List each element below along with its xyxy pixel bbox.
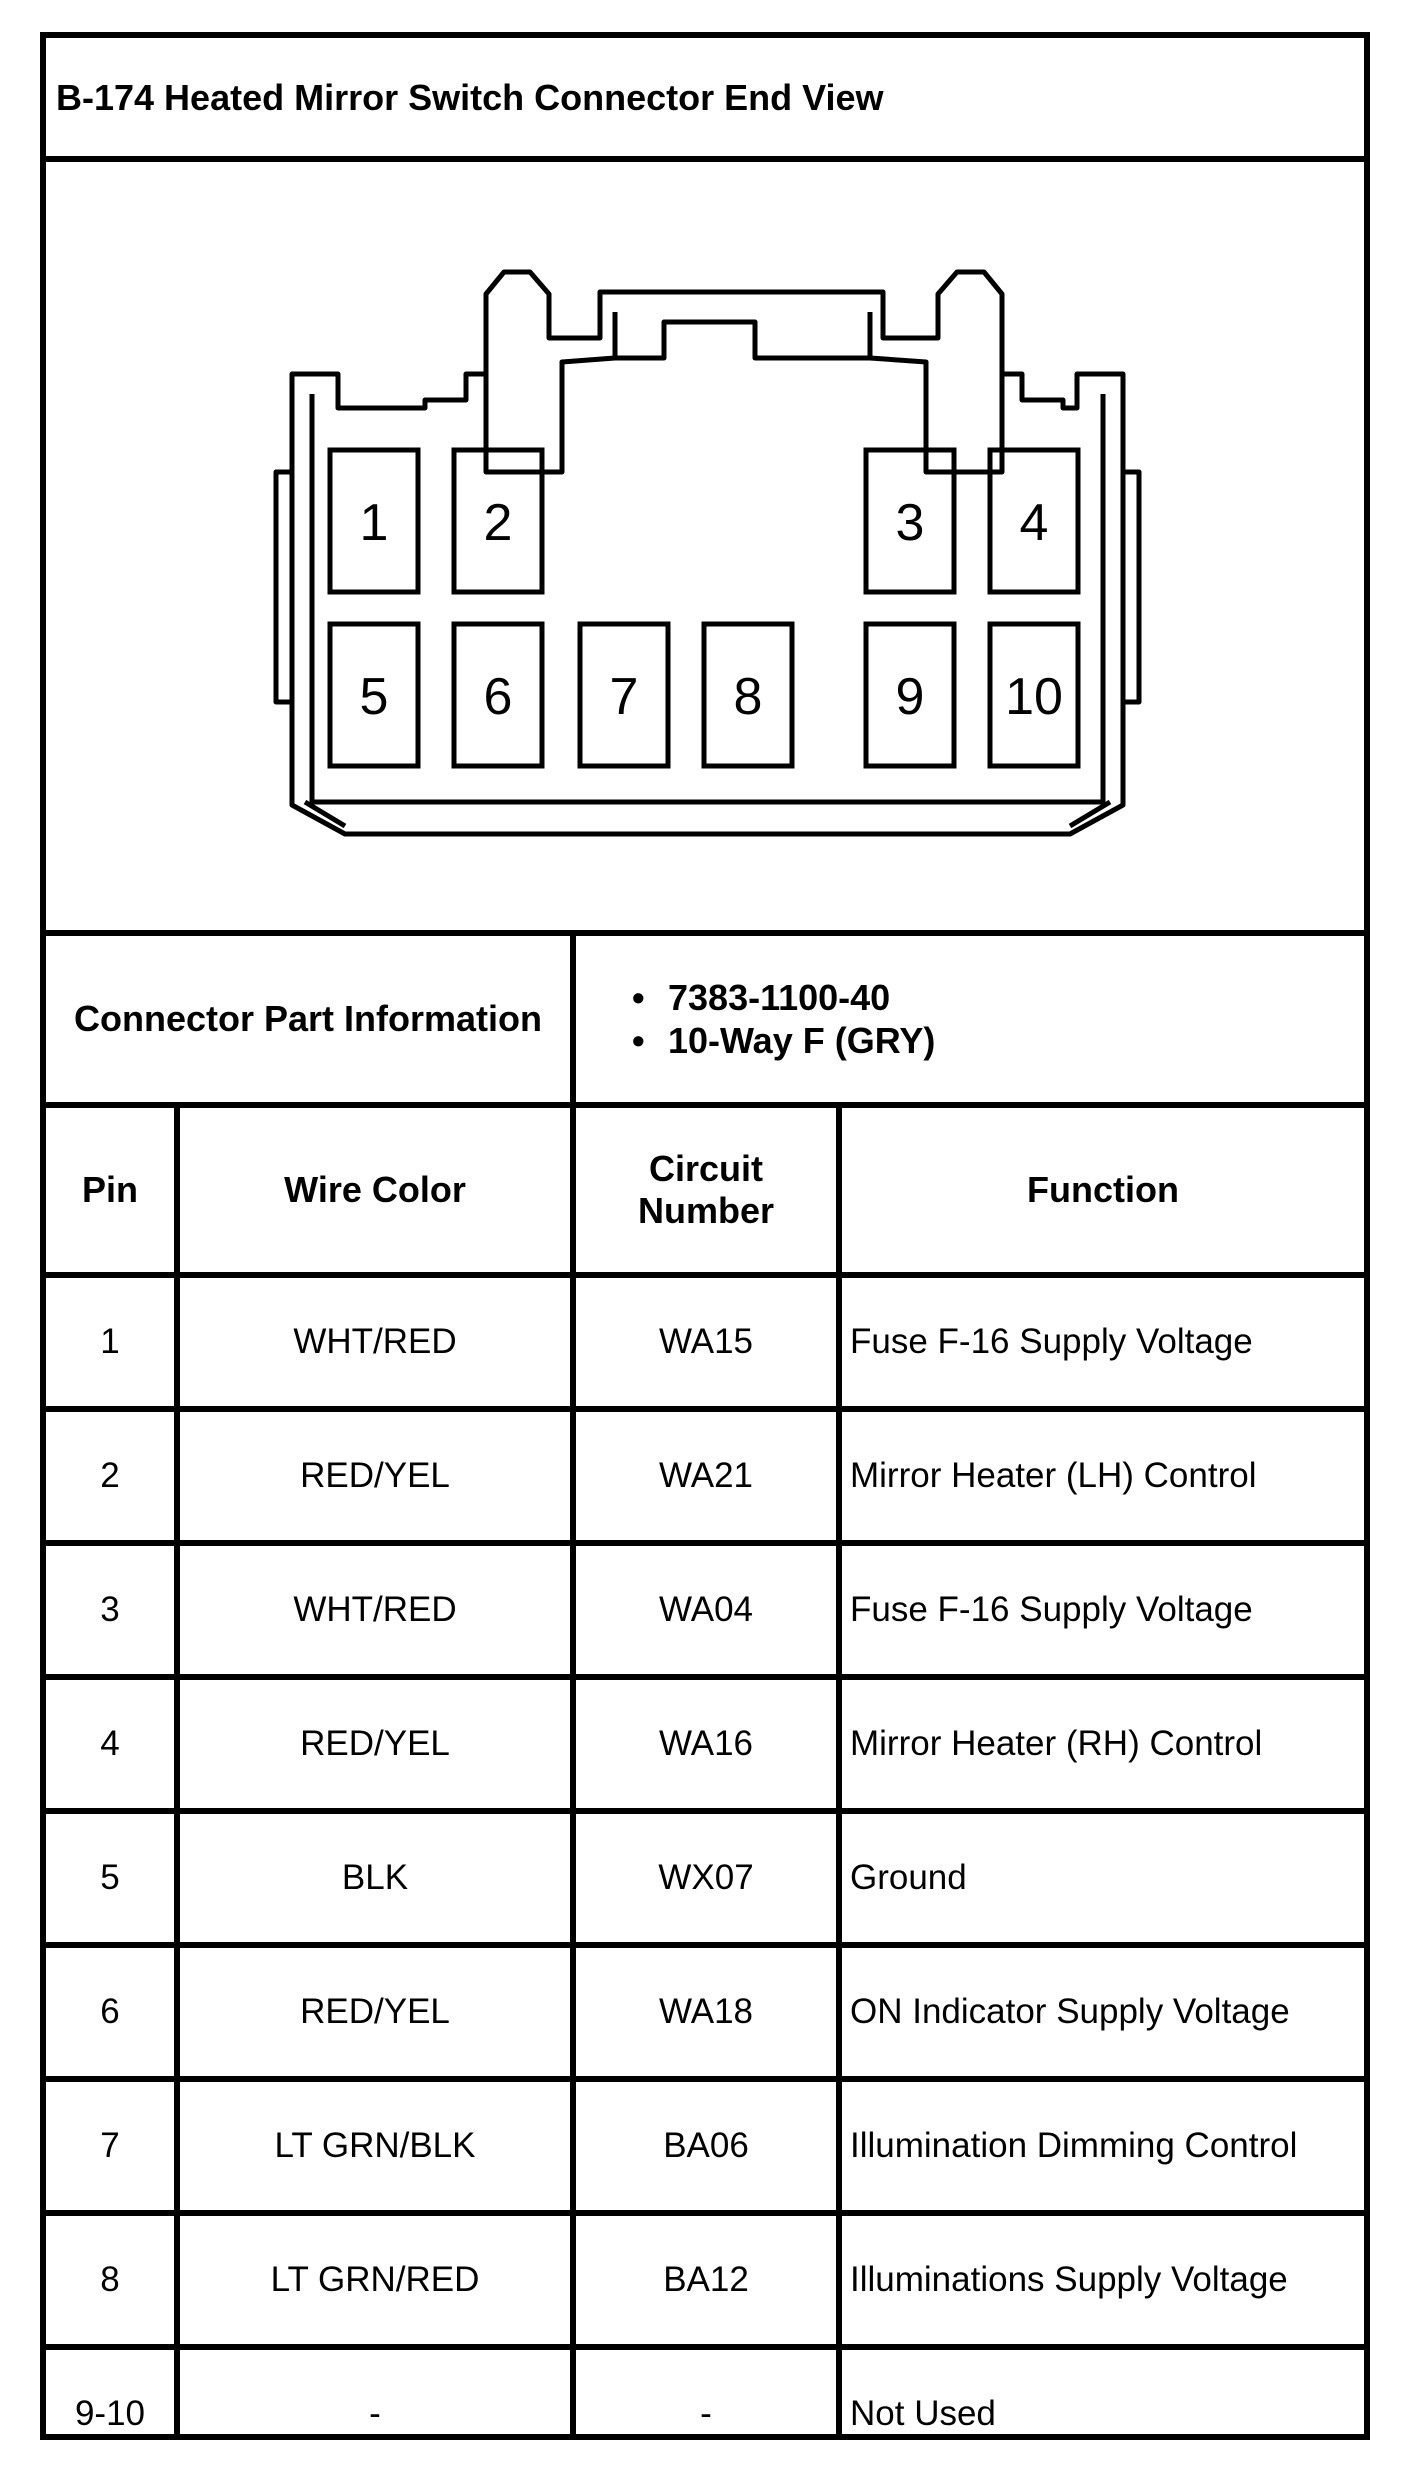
- column-divider-circuit: [836, 1102, 842, 2440]
- cell-circuit-number: WA16: [658, 1724, 753, 1763]
- cell-wire-color: WHT/RED: [293, 1322, 457, 1361]
- cell-pin: 9-10: [74, 2394, 146, 2433]
- connector-sheet: B-174 Heated Mirror Switch Connector End…: [40, 32, 1370, 2440]
- cell-function: Illumination Dimming Control: [850, 2126, 1298, 2165]
- part-info-divider: [570, 930, 576, 1102]
- pin-number: 10: [1005, 668, 1063, 726]
- pin-number: 6: [484, 668, 513, 726]
- pin-number: 4: [1020, 494, 1049, 552]
- cell-circuit-number: WX07: [658, 1858, 754, 1897]
- cell-pin: 7: [100, 2126, 120, 2165]
- cell-pin: 3: [100, 1590, 120, 1629]
- cell-pin: 2: [100, 1456, 120, 1495]
- row-divider: [40, 1942, 1370, 1948]
- cell-wire-color: RED/YEL: [300, 1456, 450, 1495]
- cell-pin: 5: [100, 1858, 120, 1897]
- cell-function: Mirror Heater (LH) Control: [850, 1456, 1257, 1495]
- pin-number: 3: [896, 494, 925, 552]
- pin-cavity-2: [451, 447, 545, 595]
- pin-cavity-10: [987, 621, 1081, 769]
- row-divider: [40, 1808, 1370, 1814]
- cell-circuit-number: WA18: [658, 1992, 753, 2031]
- cell-function: Ground: [850, 1858, 967, 1897]
- pin-cavity-9: [863, 621, 957, 769]
- divider-part-info: [40, 1102, 1370, 1108]
- sheet-border: [40, 32, 1370, 2440]
- pin-cavities: [327, 447, 1081, 769]
- row-divider: [40, 1406, 1370, 1412]
- part-info-values: 7383-1100-40 10-Way F (GRY): [576, 936, 1364, 1102]
- cell-wire-color: LT GRN/BLK: [274, 2126, 476, 2165]
- row-divider: [40, 2210, 1370, 2216]
- cell-wire-color: WHT/RED: [293, 1590, 457, 1629]
- cell-circuit-number: BA06: [663, 2126, 749, 2165]
- pin-cavity-6: [451, 621, 545, 769]
- connector-end-view-diagram: 1 2 3 4 5 6 7 8 9 10: [273, 269, 1142, 837]
- cell-function: Not Used: [850, 2394, 996, 2433]
- header-circuit-line1: Circuit: [648, 1148, 763, 1189]
- column-divider-pin: [174, 1102, 180, 2440]
- header-circuit-number: Circuit Number: [576, 1108, 836, 1272]
- cell-wire-color: -: [369, 2394, 381, 2433]
- cell-wire-color: BLK: [341, 1858, 409, 1897]
- divider-header: [40, 1272, 1370, 1278]
- pin-number: 9: [896, 668, 925, 726]
- divider-title: [40, 156, 1370, 162]
- pin-number: 7: [610, 668, 639, 726]
- pin-cavity-3: [863, 447, 957, 595]
- pin-number: 5: [360, 668, 389, 726]
- pin-cavity-7: [577, 621, 671, 769]
- cell-circuit-number: -: [700, 2394, 712, 2433]
- column-divider-wire: [570, 1102, 576, 2440]
- pin-cavity-1: [327, 447, 421, 595]
- connector-housing: [273, 269, 1142, 837]
- pin-number: 8: [734, 668, 763, 726]
- part-description: 10-Way F (GRY): [628, 1019, 935, 1062]
- pin-cavity-4: [987, 447, 1081, 595]
- pin-cavity-8: [701, 621, 795, 769]
- part-info-label: Connector Part Information: [73, 998, 543, 1039]
- row-divider: [40, 1674, 1370, 1680]
- cell-circuit-number: WA04: [658, 1590, 753, 1629]
- cell-function: ON Indicator Supply Voltage: [850, 1992, 1290, 2031]
- cell-function: Fuse F-16 Supply Voltage: [850, 1590, 1253, 1629]
- cell-circuit-number: WA15: [658, 1322, 753, 1361]
- cell-function: Mirror Heater (RH) Control: [850, 1724, 1263, 1763]
- cell-wire-color: RED/YEL: [300, 1992, 450, 2031]
- cell-circuit-number: WA21: [658, 1456, 753, 1495]
- header-function: Function: [1027, 1169, 1179, 1210]
- header-circuit-line2: Number: [637, 1190, 775, 1231]
- cell-pin: 6: [100, 1992, 120, 2031]
- part-info-list: 7383-1100-40 10-Way F (GRY): [628, 976, 935, 1062]
- part-number: 7383-1100-40: [628, 976, 935, 1019]
- cell-pin: 4: [100, 1724, 120, 1763]
- row-divider: [40, 2344, 1370, 2350]
- cell-pin: 1: [100, 1322, 120, 1361]
- cell-function: Fuse F-16 Supply Voltage: [850, 1322, 1253, 1361]
- row-divider: [40, 1540, 1370, 1546]
- pin-numbers: 1 2 3 4 5 6 7 8 9 10: [360, 494, 1063, 726]
- pin-number: 1: [360, 494, 389, 552]
- row-divider: [40, 2076, 1370, 2082]
- header-pin: Pin: [81, 1169, 138, 1210]
- page-title: B-174 Heated Mirror Switch Connector End…: [56, 77, 884, 118]
- cell-pin: 8: [100, 2260, 120, 2299]
- divider-diagram: [40, 930, 1370, 936]
- pin-cavity-5: [327, 621, 421, 769]
- cell-wire-color: RED/YEL: [300, 1724, 450, 1763]
- cell-circuit-number: BA12: [663, 2260, 749, 2299]
- cell-wire-color: LT GRN/RED: [270, 2260, 480, 2299]
- pin-number: 2: [484, 494, 513, 552]
- header-wire-color: Wire Color: [284, 1169, 466, 1210]
- cell-function: Illuminations Supply Voltage: [850, 2260, 1288, 2299]
